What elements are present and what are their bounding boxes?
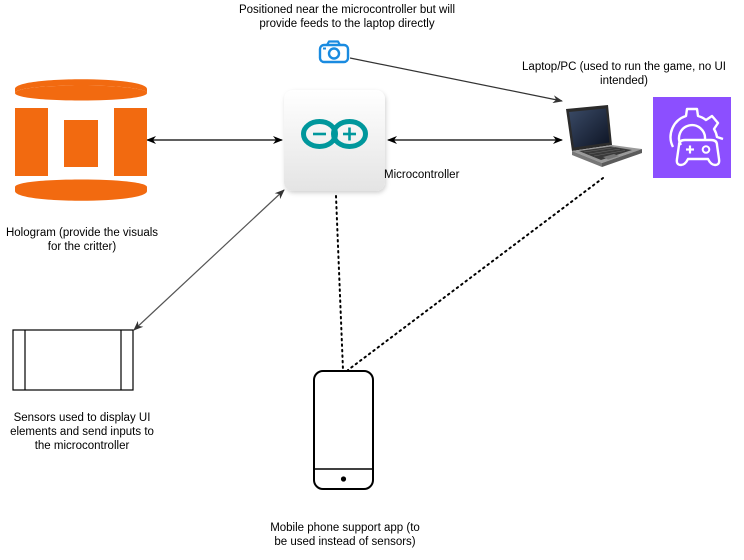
connector-microcontroller-phone xyxy=(335,195,344,371)
hologram-label: Hologram (provide the visuals for the cr… xyxy=(5,227,159,253)
connector-laptop-phone xyxy=(347,177,604,371)
mobile-phone-icon xyxy=(313,370,374,490)
phone-label: Mobile phone support app (to be used ins… xyxy=(270,522,420,548)
connector-camera-laptop xyxy=(349,57,563,104)
game-controller-gear-icon xyxy=(653,97,731,178)
laptop-label: Laptop/PC (used to run the game, no UI i… xyxy=(522,61,726,87)
microcontroller-label: Microcontroller xyxy=(384,169,460,181)
camera-icon xyxy=(318,40,350,64)
camera-label: Positioned near the microcontroller but … xyxy=(238,4,456,30)
sensors-label: Sensors used to display UI elements and … xyxy=(10,412,154,452)
hologram-cylinder-icon xyxy=(15,79,147,201)
arduino-logo-icon xyxy=(284,90,385,191)
sensor-panel-icon xyxy=(12,329,134,391)
connector-microcontroller-sensors xyxy=(133,189,285,331)
laptop-icon xyxy=(566,105,642,167)
